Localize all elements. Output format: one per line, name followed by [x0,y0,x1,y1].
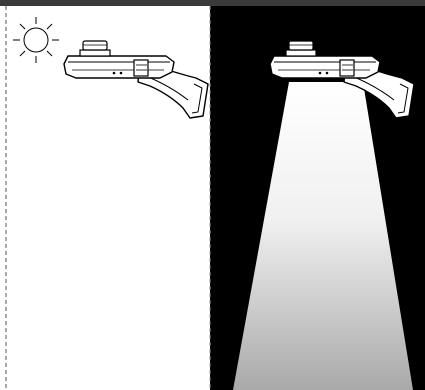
sun-icon [13,17,59,63]
top-strip [0,0,425,6]
light-beam [233,82,413,390]
